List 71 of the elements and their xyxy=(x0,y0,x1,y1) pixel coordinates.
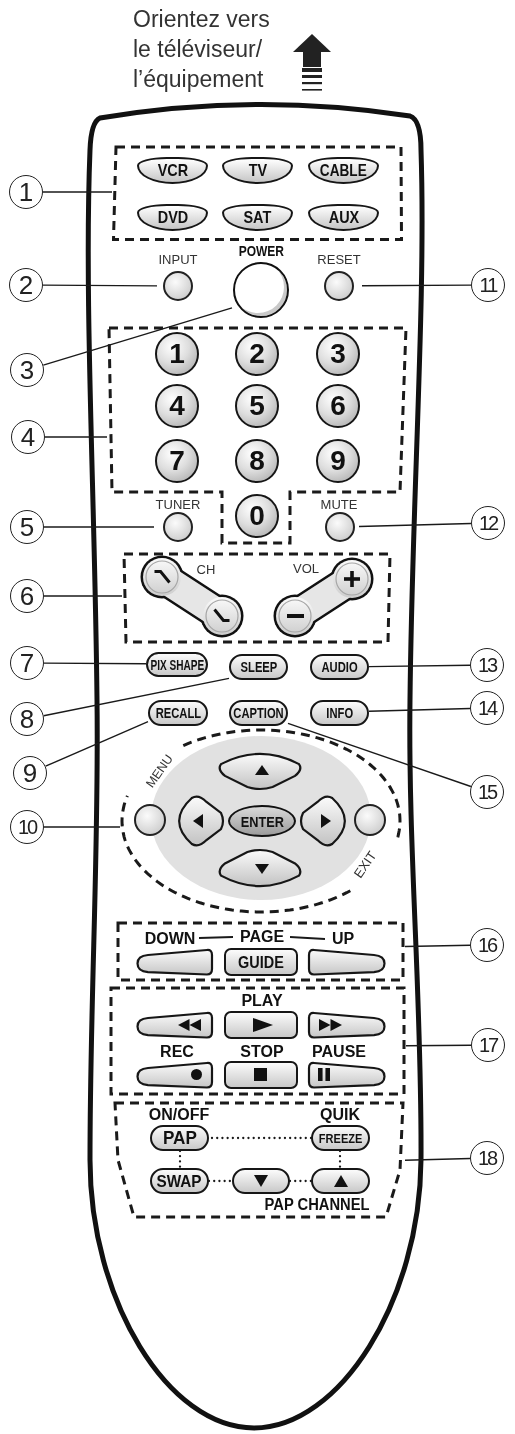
source-button: SAT xyxy=(222,204,293,231)
leader-line xyxy=(361,284,472,287)
source-button: DVD xyxy=(137,204,208,231)
leader-line xyxy=(42,307,233,366)
dotted-line xyxy=(288,1179,313,1183)
leader-line xyxy=(42,284,158,287)
leader-line xyxy=(43,826,121,828)
number-button: 7 xyxy=(155,439,199,483)
oval-button xyxy=(232,1168,290,1194)
button-label: TUNER xyxy=(154,496,202,513)
oval-button xyxy=(311,1168,370,1194)
button-label: REC xyxy=(159,1043,195,1060)
leader-line xyxy=(43,595,123,597)
oval-button: PAP xyxy=(150,1125,209,1151)
oval-button: SLEEP xyxy=(229,654,288,680)
wedge-button xyxy=(135,1011,214,1039)
button-label: STOP xyxy=(239,1043,285,1060)
leader-line xyxy=(368,664,471,668)
number-button: 4 xyxy=(155,384,199,428)
number-button: 2 xyxy=(235,332,279,376)
button-label: CH xyxy=(195,561,217,578)
button-label: PAGE xyxy=(238,928,286,945)
button-label: INPUT xyxy=(157,251,199,268)
instruction-text: Orientez vers le téléviseur/ l’équipement xyxy=(133,5,271,94)
button-label: UP xyxy=(330,930,356,947)
oval-button: FREEZE xyxy=(311,1125,370,1151)
leader-line xyxy=(44,720,149,767)
number-button: 9 xyxy=(316,439,360,483)
leader-line xyxy=(405,1044,472,1047)
leader-line xyxy=(404,1157,471,1161)
number-button: 0 xyxy=(235,494,279,538)
oval-button: AUDIO xyxy=(310,654,369,680)
button-label: PLAY xyxy=(240,992,284,1009)
leader-line xyxy=(358,522,472,528)
button-label: PAP CHANNEL xyxy=(263,1196,371,1214)
leader-line xyxy=(43,526,155,528)
number-button: 5 xyxy=(235,384,279,428)
button-label: VOL xyxy=(292,560,320,577)
leader-line xyxy=(43,662,147,665)
dotted-line xyxy=(207,1179,234,1183)
leader-line xyxy=(368,707,471,712)
button-label: RESET xyxy=(316,251,362,268)
button-label: QUIK xyxy=(319,1106,361,1123)
leader-line xyxy=(287,722,472,788)
oval-button: INFO xyxy=(310,700,369,726)
leader-line xyxy=(43,677,230,717)
leader-line xyxy=(44,436,108,438)
rounded-button: GUIDE xyxy=(224,948,298,976)
button-label: DOWN xyxy=(143,930,197,947)
source-button: AUX xyxy=(308,204,379,231)
button-label: POWER xyxy=(237,241,285,259)
button-label: ON/OFF xyxy=(147,1106,211,1123)
leader-line xyxy=(42,191,113,193)
dotted-line xyxy=(178,1149,182,1170)
dotted-line xyxy=(338,1149,342,1170)
number-button: 6 xyxy=(316,384,360,428)
button-label: MUTE xyxy=(319,496,359,513)
source-button: VCR xyxy=(137,157,208,184)
leader-line xyxy=(404,944,471,948)
number-button: 3 xyxy=(316,332,360,376)
oval-button: SWAP xyxy=(150,1168,209,1194)
button-label: PAUSE xyxy=(311,1043,367,1060)
source-button: TV xyxy=(222,157,293,184)
source-button: CABLE xyxy=(308,157,379,184)
oval-button: RECALL xyxy=(148,700,208,726)
oval-button: PIX SHAPE xyxy=(146,652,208,677)
number-button: 1 xyxy=(155,332,199,376)
dotted-line xyxy=(210,1136,313,1140)
number-button: 8 xyxy=(235,439,279,483)
oval-button: CAPTION xyxy=(229,700,288,726)
wedge-button xyxy=(307,1011,387,1039)
